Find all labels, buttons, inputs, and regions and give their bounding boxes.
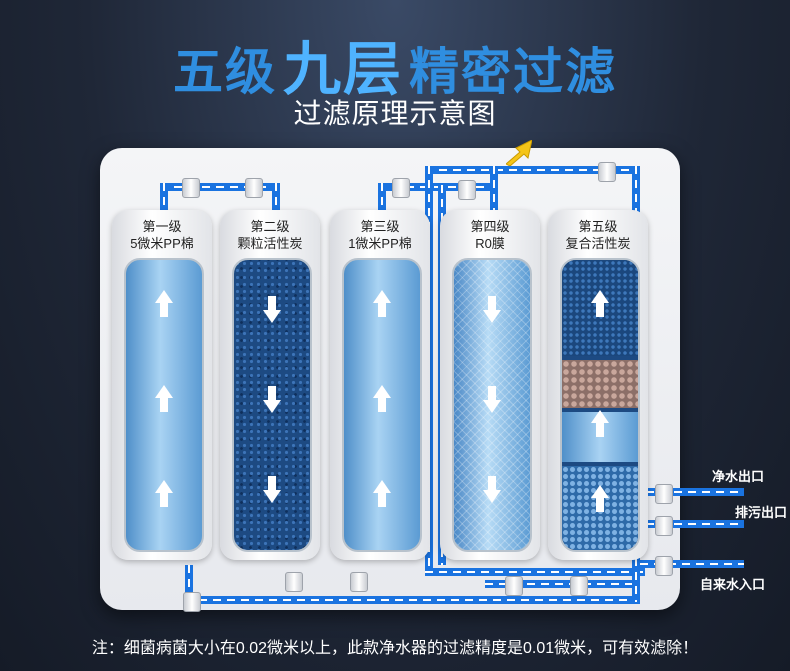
filter-core <box>342 258 422 552</box>
filter-core <box>452 258 532 552</box>
flow-down-icon <box>483 310 501 323</box>
pipe-clean-out <box>632 488 744 496</box>
filter-stage-4: 第四级 R0膜 <box>440 210 540 560</box>
fitting-right-1 <box>655 484 673 504</box>
pipe-waste-out <box>632 520 744 528</box>
filter-stage-2: 第二级 颗粒活性炭 <box>220 210 320 560</box>
tap-water-inlet-label: 自来水入口 <box>700 574 765 593</box>
filter-label: 第一级 5微米PP棉 <box>112 218 212 252</box>
filter-label: 第五级 复合活性炭 <box>548 218 648 252</box>
footer-note: 注：细菌病菌大小在0.02微米以上，此款净水器的过滤精度是0.01微米，可有效滤… <box>0 634 790 658</box>
waste-outlet-label: 排污出口 <box>735 502 787 521</box>
filter-stage-name: 第三级 <box>330 218 430 235</box>
fitting-top-5 <box>598 162 616 182</box>
flow-up-icon <box>591 485 609 498</box>
filter-desc: 5微米PP棉 <box>112 235 212 252</box>
filter-label: 第二级 颗粒活性炭 <box>220 218 320 252</box>
flow-up-icon <box>373 385 391 398</box>
fitting-bottom-4 <box>570 576 588 596</box>
fitting-bottom-3 <box>505 576 523 596</box>
filter-core <box>560 258 640 552</box>
filter-label: 第三级 1微米PP棉 <box>330 218 430 252</box>
flow-up-icon <box>591 410 609 423</box>
filter-desc: 1微米PP棉 <box>330 235 430 252</box>
filter-stage-1: 第一级 5微米PP棉 <box>112 210 212 560</box>
pipe-down-3 <box>378 183 386 213</box>
flow-up-icon <box>373 480 391 493</box>
fitting-top-3 <box>392 178 410 198</box>
filter-stage-name: 第二级 <box>220 218 320 235</box>
flow-up-icon <box>155 290 173 303</box>
filter-desc: 复合活性炭 <box>548 235 648 252</box>
fitting-bottom-2 <box>350 572 368 592</box>
pipe-down-1 <box>160 183 168 213</box>
pipe-down-4 <box>490 166 498 211</box>
fitting-top-4 <box>458 180 476 200</box>
filter-core <box>124 258 204 552</box>
flow-up-icon <box>373 290 391 303</box>
filter-label: 第四级 R0膜 <box>440 218 540 252</box>
mineral-layer <box>562 360 638 408</box>
fitting-top-2 <box>245 178 263 198</box>
page-subtitle: 过滤原理示意图 <box>0 92 790 132</box>
flow-down-icon <box>483 400 501 413</box>
filter-desc: 颗粒活性炭 <box>220 235 320 252</box>
flow-up-icon <box>155 385 173 398</box>
flow-down-icon <box>483 490 501 503</box>
clean-water-outlet-label: 净水出口 <box>712 466 764 485</box>
fitting-bottom-5 <box>183 592 201 612</box>
fitting-right-2 <box>655 516 673 536</box>
filter-stage-name: 第五级 <box>548 218 648 235</box>
pipe-bottom-main <box>185 596 640 604</box>
fitting-top-1 <box>182 178 200 198</box>
fitting-right-3 <box>655 556 673 576</box>
flow-down-icon <box>263 400 281 413</box>
flow-up-icon <box>591 290 609 303</box>
pipe-down-2 <box>272 183 280 213</box>
filter-desc: R0膜 <box>440 235 540 252</box>
fitting-bottom-1 <box>285 572 303 592</box>
flow-down-icon <box>263 490 281 503</box>
flow-down-icon <box>263 310 281 323</box>
filter-stage-name: 第四级 <box>440 218 540 235</box>
pipe-bottom-mid <box>425 568 645 576</box>
flow-up-icon <box>155 480 173 493</box>
filter-core <box>232 258 312 552</box>
filter-stage-name: 第一级 <box>112 218 212 235</box>
filter-stage-3: 第三级 1微米PP棉 <box>330 210 430 560</box>
highlight-arrow-icon <box>506 140 532 166</box>
filter-stage-5: 第五级 复合活性炭 <box>548 210 648 560</box>
